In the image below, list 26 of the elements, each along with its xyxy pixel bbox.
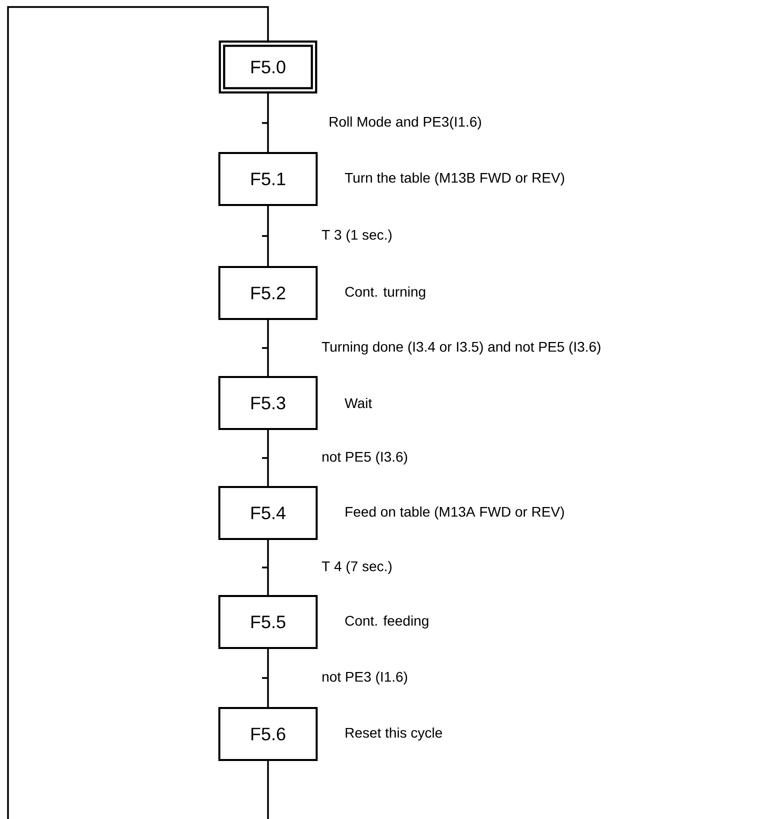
step-box: F5.1 <box>218 152 318 206</box>
step-box: F5.3 <box>218 376 318 430</box>
transition-condition: T 4 (7 sec.) <box>320 560 394 576</box>
transition-condition: not PE5 (I3.6) <box>320 450 410 466</box>
step-box: F5.2 <box>218 266 318 320</box>
initial-step-box: F5.0 <box>218 40 318 94</box>
transition-condition: Roll Mode and PE3(I1.6) <box>327 115 484 131</box>
transition-link <box>261 539 269 596</box>
action-text: Wait <box>344 398 372 408</box>
action-text: Cont. feeding <box>345 615 428 629</box>
action-text: Feed on table (M13A FWD or REV) <box>346 506 564 520</box>
transition-link <box>261 429 269 487</box>
action-text: Cont. turning <box>345 286 426 300</box>
transition-condition: Turning done (I3.4 or I3.5) and not PE5 (I3.6) <box>320 340 603 356</box>
transition-link <box>261 648 269 708</box>
transition-link <box>261 205 269 267</box>
transition-link <box>261 90 269 153</box>
action-text: Reset this cycle <box>346 727 442 741</box>
transition-condition: T 3 (1 sec.) <box>320 228 394 244</box>
step-box: F5.4 <box>218 486 318 540</box>
return-loop-line <box>7 6 269 819</box>
step-box: F5.6 <box>218 707 318 761</box>
step-box: F5.5 <box>218 595 318 649</box>
action-text: Turn the table (M13B FWD or REV) <box>344 172 564 186</box>
transition-condition: not PE3 (I1.6) <box>320 670 410 686</box>
transition-link <box>261 319 269 377</box>
